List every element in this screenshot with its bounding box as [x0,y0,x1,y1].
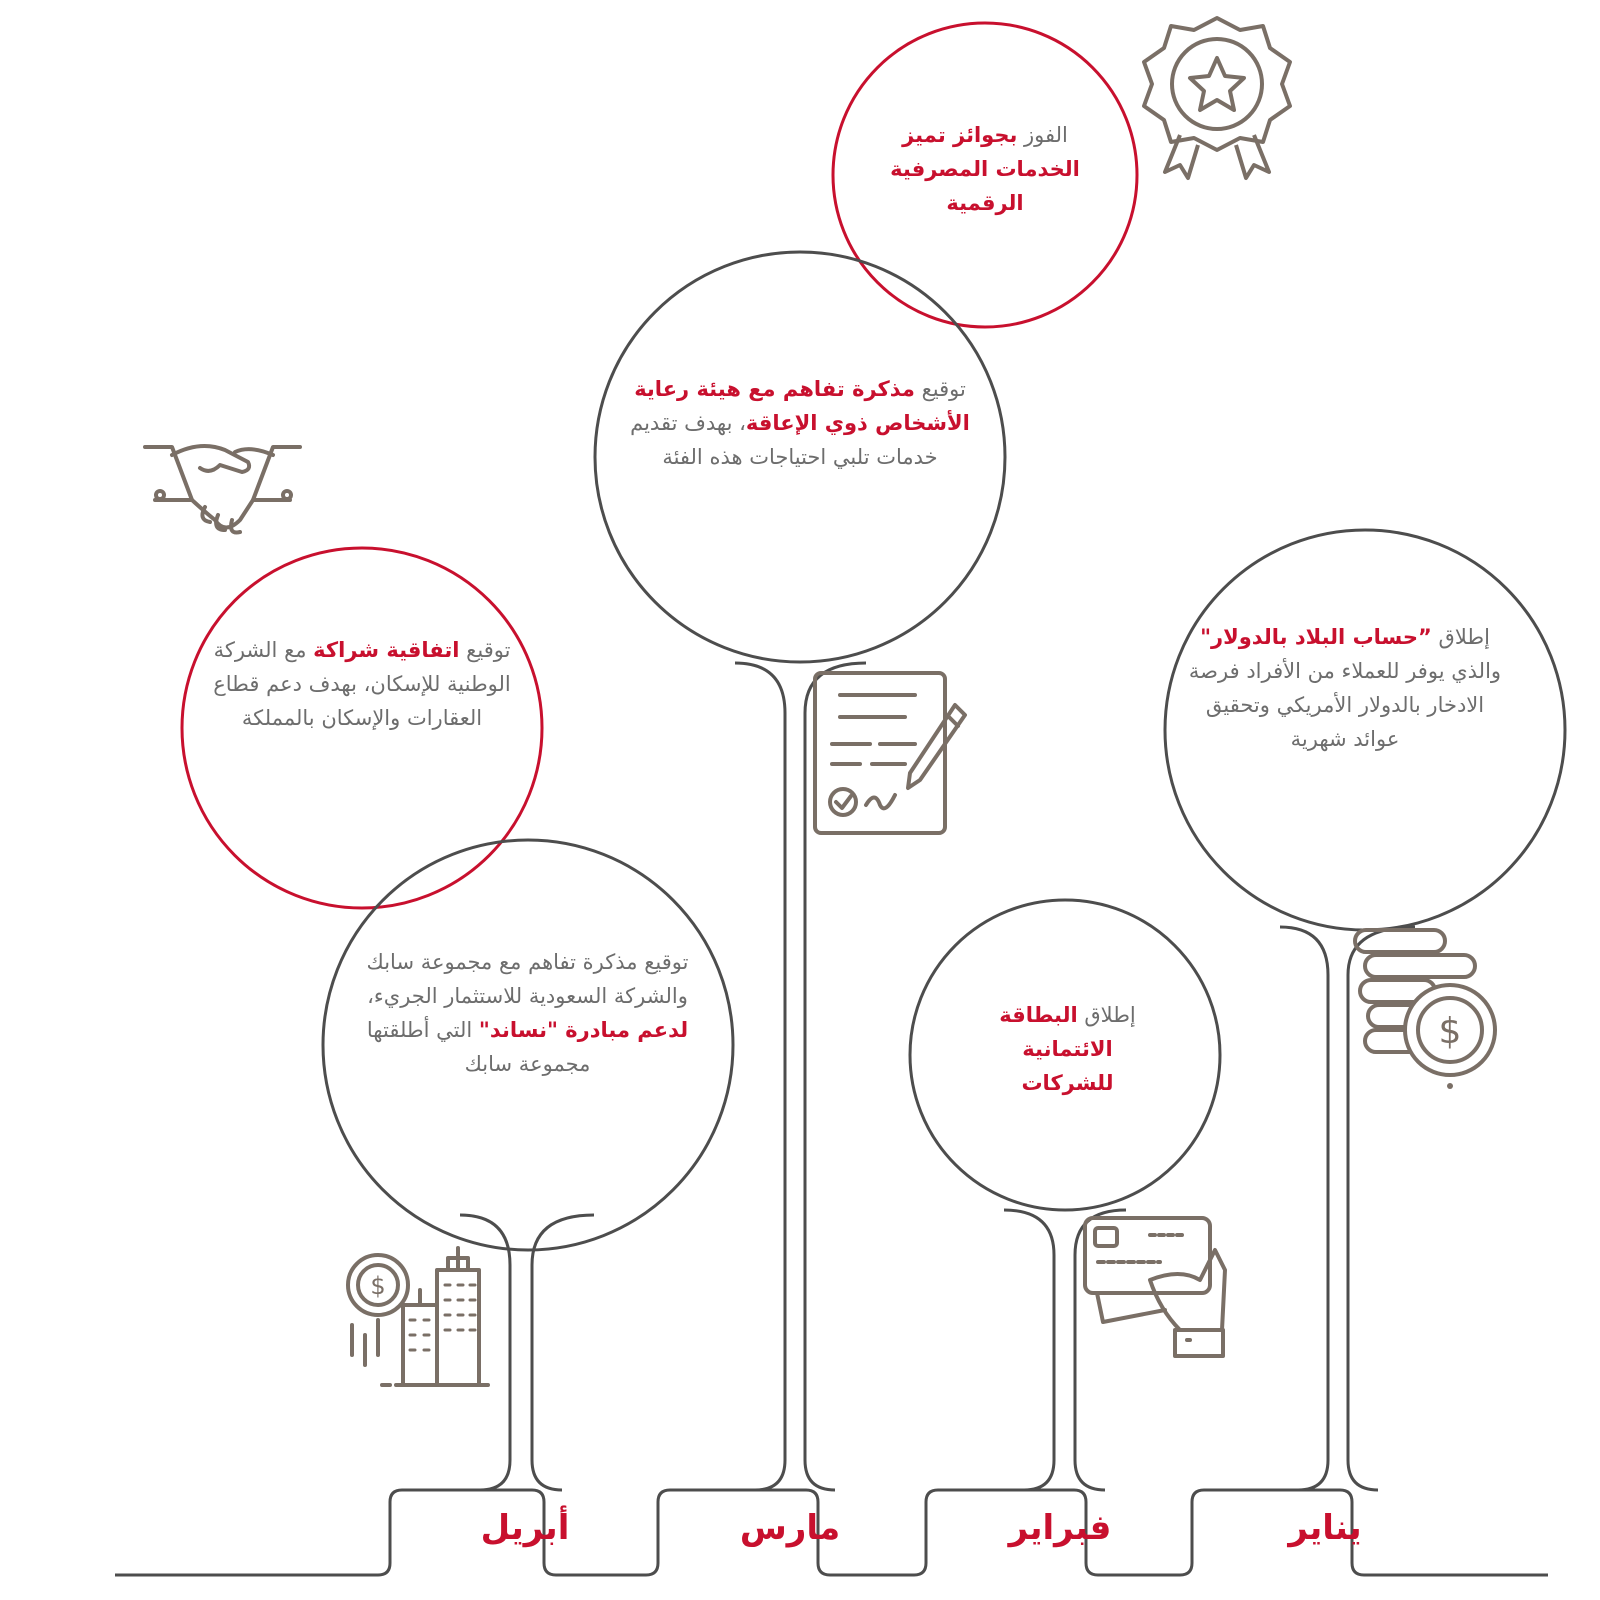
credit-card-icon [1083,1216,1227,1358]
sabic-mou-pre: توقيع مذكرة تفاهم مع مجموعة سابك والشركة… [366,950,689,1008]
sabic-mou-highlight: لدعم مبادرة "نساند" [478,1018,689,1042]
disability-mou-text: توقيع مذكرة تفاهم مع هيئة رعاية الأشخاص … [625,372,975,474]
dollar-account-pre: إطلاق [1431,625,1490,649]
awards-text: الفوز بجوائز تميز الخدمات المصرفية الرقم… [870,118,1100,220]
credit-card-text: إطلاق البطاقة الائتمانية للشركات [985,998,1150,1100]
contract-signing-icon [813,671,967,835]
month-february: فبراير [1008,1508,1112,1548]
dollar-account-highlight: ”حساب البلاد بالدولار" [1200,625,1432,649]
disability-mou-circle [593,250,1007,664]
handshake-icon [143,444,302,535]
housing-circle [180,546,544,910]
credit-card-highlight: البطاقة الائتمانية للشركات [999,1003,1114,1095]
awards-highlight: بجوائز تميز الخدمات المصرفية الرقمية [890,123,1080,215]
dollar-account-text: إطلاق ”حساب البلاد بالدولار" والذي يوفر … [1180,620,1510,756]
awards-circle [831,21,1139,329]
coins-dollar-icon: $ [1353,928,1497,1089]
housing-highlight: اتفاقية شراكة [313,638,460,662]
city-investment-icon: $ [346,1246,492,1387]
dollar-account-post: والذي يوفر للعملاء من الأفراد فرصة الادخ… [1188,659,1502,751]
timeline-stems [459,661,1416,1492]
credit-card-pre: إطلاق [1077,1003,1136,1027]
credit-card-circle [908,898,1222,1212]
award-medal-icon [1142,16,1292,180]
housing-post: مع الشركة الوطنية للإسكان، بهدف دعم قطاع… [213,638,511,730]
timeline-baseline [115,1488,1548,1577]
housing-text: توقيع اتفاقية شراكة مع الشركة الوطنية لل… [212,633,512,735]
sabic-mou-circle [321,838,735,1252]
awards-pre: الفوز [1017,123,1068,147]
housing-pre: توقيع [459,638,511,662]
svg-text:$: $ [370,1272,385,1300]
disability-mou-pre: توقيع [914,377,966,401]
disability-mou-highlight: مذكرة تفاهم مع هيئة رعاية الأشخاص ذوي ال… [634,377,970,435]
sabic-mou-text: توقيع مذكرة تفاهم مع مجموعة سابك والشركة… [355,945,700,1081]
disability-mou-post: ، بهدف تقديم خدمات تلبي احتياجات هذه الف… [630,411,938,469]
month-april: أبريل [480,1508,570,1548]
sabic-mou-post: التي أطلقتها مجموعة سابك [366,1018,591,1076]
month-march: مارس [739,1508,841,1548]
svg-text:$: $ [1439,1011,1462,1052]
month-january: يناير [1288,1508,1362,1548]
